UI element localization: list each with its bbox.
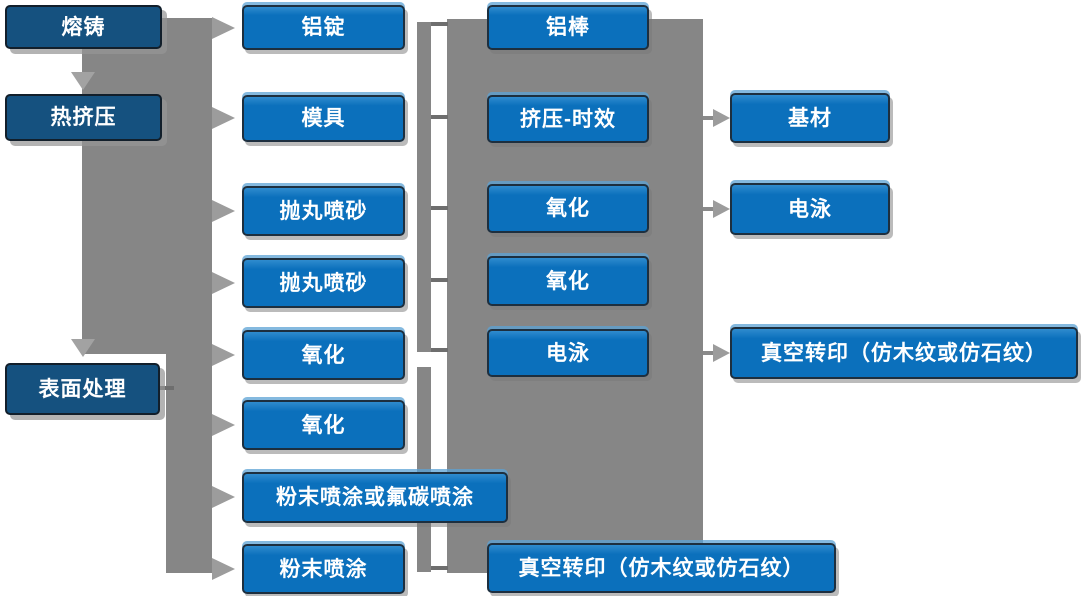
node-vacuum-transfer-2-label: 真空转印（仿木纹或仿石纹） <box>761 341 1047 365</box>
node-hot-extrusion: 热挤压 <box>5 94 162 141</box>
flow-arrow-to-shot-blasting-1 <box>212 200 235 222</box>
node-electrophoresis-1: 电泳 <box>487 329 649 377</box>
node-extrusion-aging-label: 挤压-时效 <box>520 107 616 131</box>
flow-arrow-to-powder-or-fluorocarbon <box>212 486 235 508</box>
node-oxidation-2-label: 氧化 <box>301 413 346 437</box>
flow-arrow-down-to-hot-extrusion <box>71 72 95 90</box>
node-hot-extrusion-label: 热挤压 <box>50 106 117 129</box>
node-oxidation-1-label: 氧化 <box>301 343 346 367</box>
node-substrate: 基材 <box>730 93 890 143</box>
stub-to-substrate <box>703 116 715 120</box>
node-smelting-label: 熔铸 <box>61 15 106 39</box>
connector-band-left <box>82 18 166 354</box>
link-row1 <box>431 22 448 26</box>
link-row5 <box>431 348 448 352</box>
flow-arrow-to-mold <box>212 107 235 129</box>
node-shot-blasting-1-label: 抛丸喷砂 <box>279 199 368 223</box>
node-oxidation-3: 氧化 <box>487 184 649 233</box>
connector-band-right <box>166 18 212 573</box>
node-powder-or-fluorocarbon-label: 粉末喷涂或氟碳喷涂 <box>276 486 474 509</box>
node-oxidation-4-label: 氧化 <box>546 269 590 293</box>
flow-arrow-down-to-surface-treatment <box>71 339 95 357</box>
link-row2 <box>431 115 448 119</box>
link-row-bottom <box>431 566 448 570</box>
flow-arrow-to-substrate <box>713 109 730 127</box>
node-aluminum-rod: 铝棒 <box>487 5 649 50</box>
flow-arrow-to-shot-blasting-2 <box>212 272 235 294</box>
node-vacuum-transfer-1-label: 真空转印（仿木纹或仿石纹） <box>518 556 805 580</box>
flow-arrow-to-powder-coating <box>212 558 235 580</box>
node-oxidation-1: 氧化 <box>242 330 405 380</box>
node-electrophoresis-2-label: 电泳 <box>788 197 832 221</box>
connector-bar-middle-top <box>417 22 431 352</box>
node-aluminum-rod-label: 铝棒 <box>546 16 590 39</box>
node-powder-coating-label: 粉末喷涂 <box>279 557 368 581</box>
node-electrophoresis-2: 电泳 <box>730 183 890 235</box>
link-row4 <box>431 278 448 282</box>
node-powder-coating: 粉末喷涂 <box>242 544 405 594</box>
node-mold: 模具 <box>242 95 405 142</box>
link-surface-treatment <box>158 386 174 390</box>
node-aluminum-ingot-label: 铝锭 <box>301 16 346 39</box>
link-row3 <box>431 206 448 210</box>
node-mold-label: 模具 <box>301 107 346 130</box>
node-vacuum-transfer-1: 真空转印（仿木纹或仿石纹） <box>487 543 836 593</box>
stub-to-electrophoresis-2 <box>703 207 715 211</box>
flow-arrow-to-oxidation-1 <box>212 344 235 366</box>
node-powder-or-fluorocarbon: 粉末喷涂或氟碳喷涂 <box>242 472 508 523</box>
stub-to-vacuum-transfer-2 <box>703 351 715 355</box>
node-shot-blasting-2: 抛丸喷砂 <box>242 258 405 308</box>
node-shot-blasting-2-label: 抛丸喷砂 <box>279 271 368 295</box>
connector-bar-middle-bottom <box>417 367 431 572</box>
node-aluminum-ingot: 铝锭 <box>242 5 405 50</box>
node-electrophoresis-1-label: 电泳 <box>546 341 590 365</box>
node-oxidation-2: 氧化 <box>242 400 405 450</box>
node-shot-blasting-1: 抛丸喷砂 <box>242 186 405 236</box>
node-surface-treatment: 表面处理 <box>5 363 160 415</box>
node-oxidation-4: 氧化 <box>487 256 649 306</box>
flow-arrow-to-aluminum-ingot <box>212 17 235 39</box>
node-vacuum-transfer-2: 真空转印（仿木纹或仿石纹） <box>730 327 1078 379</box>
node-surface-treatment-label: 表面处理 <box>38 377 127 401</box>
node-extrusion-aging: 挤压-时效 <box>487 95 649 143</box>
node-oxidation-3-label: 氧化 <box>546 197 590 220</box>
node-substrate-label: 基材 <box>788 106 832 130</box>
flow-arrow-to-electrophoresis-2 <box>713 200 730 218</box>
node-smelting: 熔铸 <box>5 5 162 49</box>
flow-arrow-to-vacuum-transfer-2 <box>713 344 730 362</box>
flow-arrow-to-oxidation-2 <box>212 414 235 436</box>
